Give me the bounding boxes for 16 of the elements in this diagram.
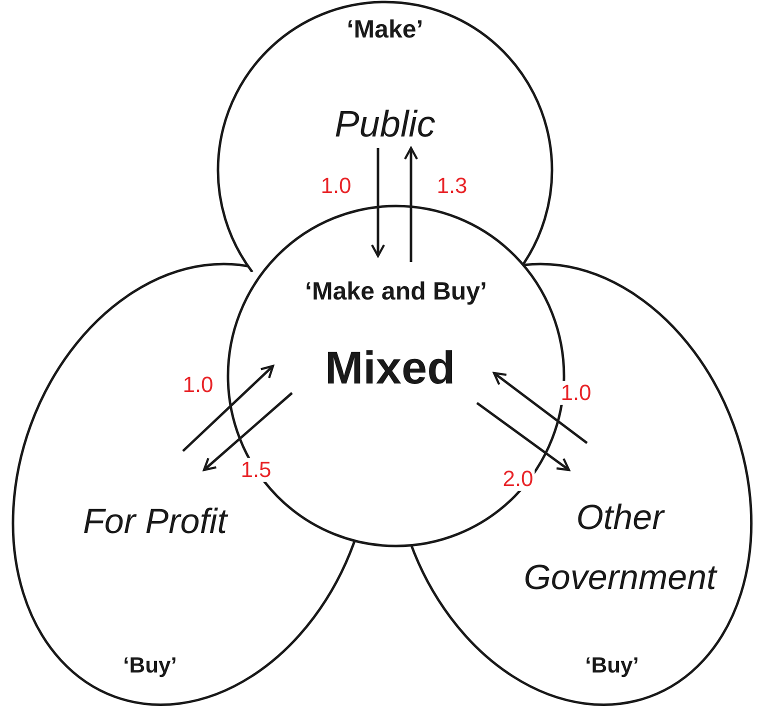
arrow	[182, 364, 274, 452]
arrow	[476, 402, 570, 472]
arrow	[370, 148, 386, 258]
sector-label: Mixed	[324, 342, 456, 394]
set-label: ‘Make’	[346, 16, 424, 44]
sector-label: Other Government	[522, 496, 718, 599]
set-label: ‘Make and Buy’	[305, 278, 487, 306]
arrow	[202, 392, 293, 472]
sector-label: For Profit	[83, 502, 227, 542]
arrow	[492, 372, 588, 444]
sector-label: Public	[334, 104, 436, 146]
arrow	[404, 146, 418, 262]
edge-label: 1.5	[240, 458, 272, 482]
edge-label: 1.0	[560, 380, 592, 406]
set-label: ‘Buy’	[585, 652, 639, 678]
set-label: ‘Buy’	[123, 652, 177, 678]
